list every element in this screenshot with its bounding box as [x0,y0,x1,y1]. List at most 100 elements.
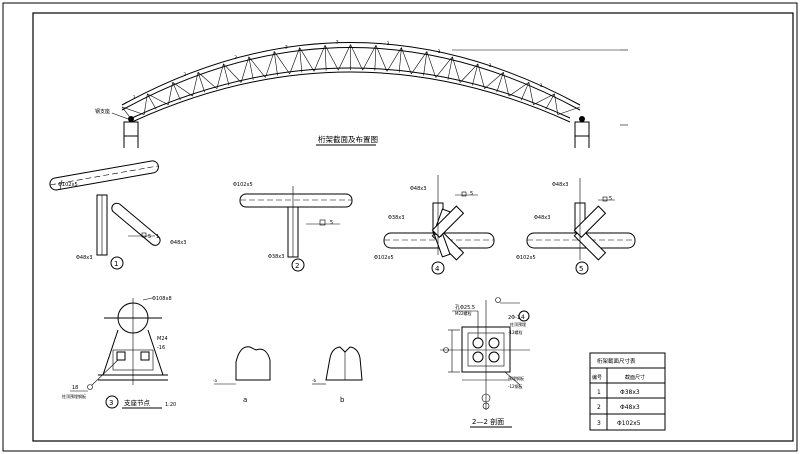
detail3-label-top: Φ108x8 [152,296,172,302]
truss-vertical-member [324,45,327,71]
truss-vertical-member [248,56,254,80]
detail3-label-plate: -16 [157,345,165,351]
section-size-table: 桁架截面尺寸表 编号 截面尺寸 1 Φ38x3 2 Φ48x3 3 Φ102x5 [589,352,666,431]
truss-vertical-member [223,63,230,86]
truss-web-member [216,63,224,89]
table-row-3-size: Φ102x5 [617,420,641,427]
truss-web-member [459,63,479,83]
truss-member-mark: 3 [438,49,441,55]
section22-marker: 4 [521,314,525,321]
detail3-number: 3 [109,399,113,407]
section22-label-right2: 柱顶预埋 [510,321,526,327]
detail2-weld: 5 [330,220,333,226]
detail5-label-top: Φ48x3 [552,182,568,188]
right-support [574,116,590,148]
left-support: 钢支座 [95,108,139,148]
detail5-number: 5 [579,265,583,273]
section22-label-right3: -12螺栓 [508,329,523,335]
detail4-label-top: Φ48x3 [410,186,426,192]
profile-a-label: a [243,396,247,404]
detail1-label-bottom: Φ48x3 [170,240,186,246]
truss-member-mark: 3 [183,72,186,78]
truss-web-member [452,56,461,83]
truss-web-member [289,47,300,74]
truss-member-mark: 3 [540,83,543,89]
section22-label-bottom1: 预埋钢板 [508,375,524,381]
detail3-label-leader: 18 [72,385,78,391]
section22-label-top2: M22螺栓 [455,310,472,316]
support-label: 钢支座 [95,108,110,115]
table-header-size: 截面尺寸 [625,374,645,381]
truss-member-mark: 3 [285,44,288,50]
table-row-2-size: Φ48x3 [620,404,640,411]
truss-vertical-member [398,47,402,73]
truss-web-member [240,56,250,83]
section22-label-right1: 2Φ-1 [508,315,520,321]
detail5-weld: 5 [609,196,612,202]
section22-label-top: 孔Φ25.5 [455,304,475,311]
truss-web-member [503,72,510,97]
profile-a-mark: -a [213,378,217,383]
truss-web-member [375,45,388,72]
detail-5: 5 Φ48x3 Φ48x3 Φ102x5 5 [516,178,636,275]
profile-a: -a a [213,346,271,404]
detail4-label-side: Φ38x3 [388,215,404,221]
truss-web-member [192,72,199,97]
truss-web-member [121,106,145,115]
truss-web-member [477,63,485,89]
section22-label-bottom2: -12钢板 [508,383,523,389]
table-title: 桁架截面尺寸表 [597,357,636,365]
table-header-no: 编号 [592,374,602,381]
truss-web-member [362,45,377,71]
profile-b-mark: -b [312,378,316,383]
truss-web-member [338,44,351,71]
detail-4: 5 Φ48x3 Φ38x3 Φ102x5 4 [374,175,495,275]
section-2-2: 孔Φ25.5 M22螺栓 2Φ-1 柱顶预埋 -12螺栓 4 预埋钢板 -12钢… [440,297,530,428]
detail5-label-side: Φ48x3 [534,215,550,221]
detail-1: Φ102x5 5 1 Φ48x3 Φ48x3 1 [49,160,186,270]
truss-member-mark: 3 [336,40,339,46]
truss-member-mark: 3 [234,55,237,61]
truss-web-member [324,45,339,71]
detail3-label-bolt: M24 [157,336,168,342]
truss-web-member [143,93,148,115]
truss-web-member [147,93,169,105]
detail1-label-left: Φ48x3 [76,255,92,261]
truss-web-member [172,82,193,97]
truss-web-member [426,51,437,78]
detail2-number: 2 [295,262,299,270]
profile-b-label: b [340,396,345,404]
truss-vertical-member [496,72,504,93]
truss-web-member [273,51,290,75]
truss-web-member [168,82,173,105]
truss-vertical-member [172,82,181,101]
truss-vertical-member [447,56,453,80]
table-row-3-no: 3 [597,420,601,427]
truss-vertical-member [374,45,377,71]
detail5-label-bottom: Φ102x5 [516,255,536,261]
truss-member-mark: 3 [387,41,390,47]
truss-web-members [121,44,581,121]
detail1-number: 1 [114,260,118,268]
truss-vertical-member [147,93,157,110]
detail4-weld: 5 [470,191,473,197]
truss-web-member [411,51,428,75]
detail2-label-bottom: Φ38x3 [268,254,284,260]
truss-vertical-member [197,72,206,93]
detail2-label-top: Φ102x5 [233,182,253,188]
truss-vertical-member [472,63,479,86]
truss-web-member [386,47,402,72]
detail1-weld: 5 [148,234,151,240]
table-row-2-no: 2 [597,404,601,411]
truss-title: 桁架截面及布置图 [318,134,378,144]
truss-web-member [223,63,242,83]
truss-vertical-member [545,93,555,110]
truss-web-member [533,93,555,105]
profile-b: -b b [312,346,363,404]
truss-vertical-member [273,51,278,76]
truss-web-member [350,44,363,71]
table-row-1-no: 1 [597,389,601,396]
